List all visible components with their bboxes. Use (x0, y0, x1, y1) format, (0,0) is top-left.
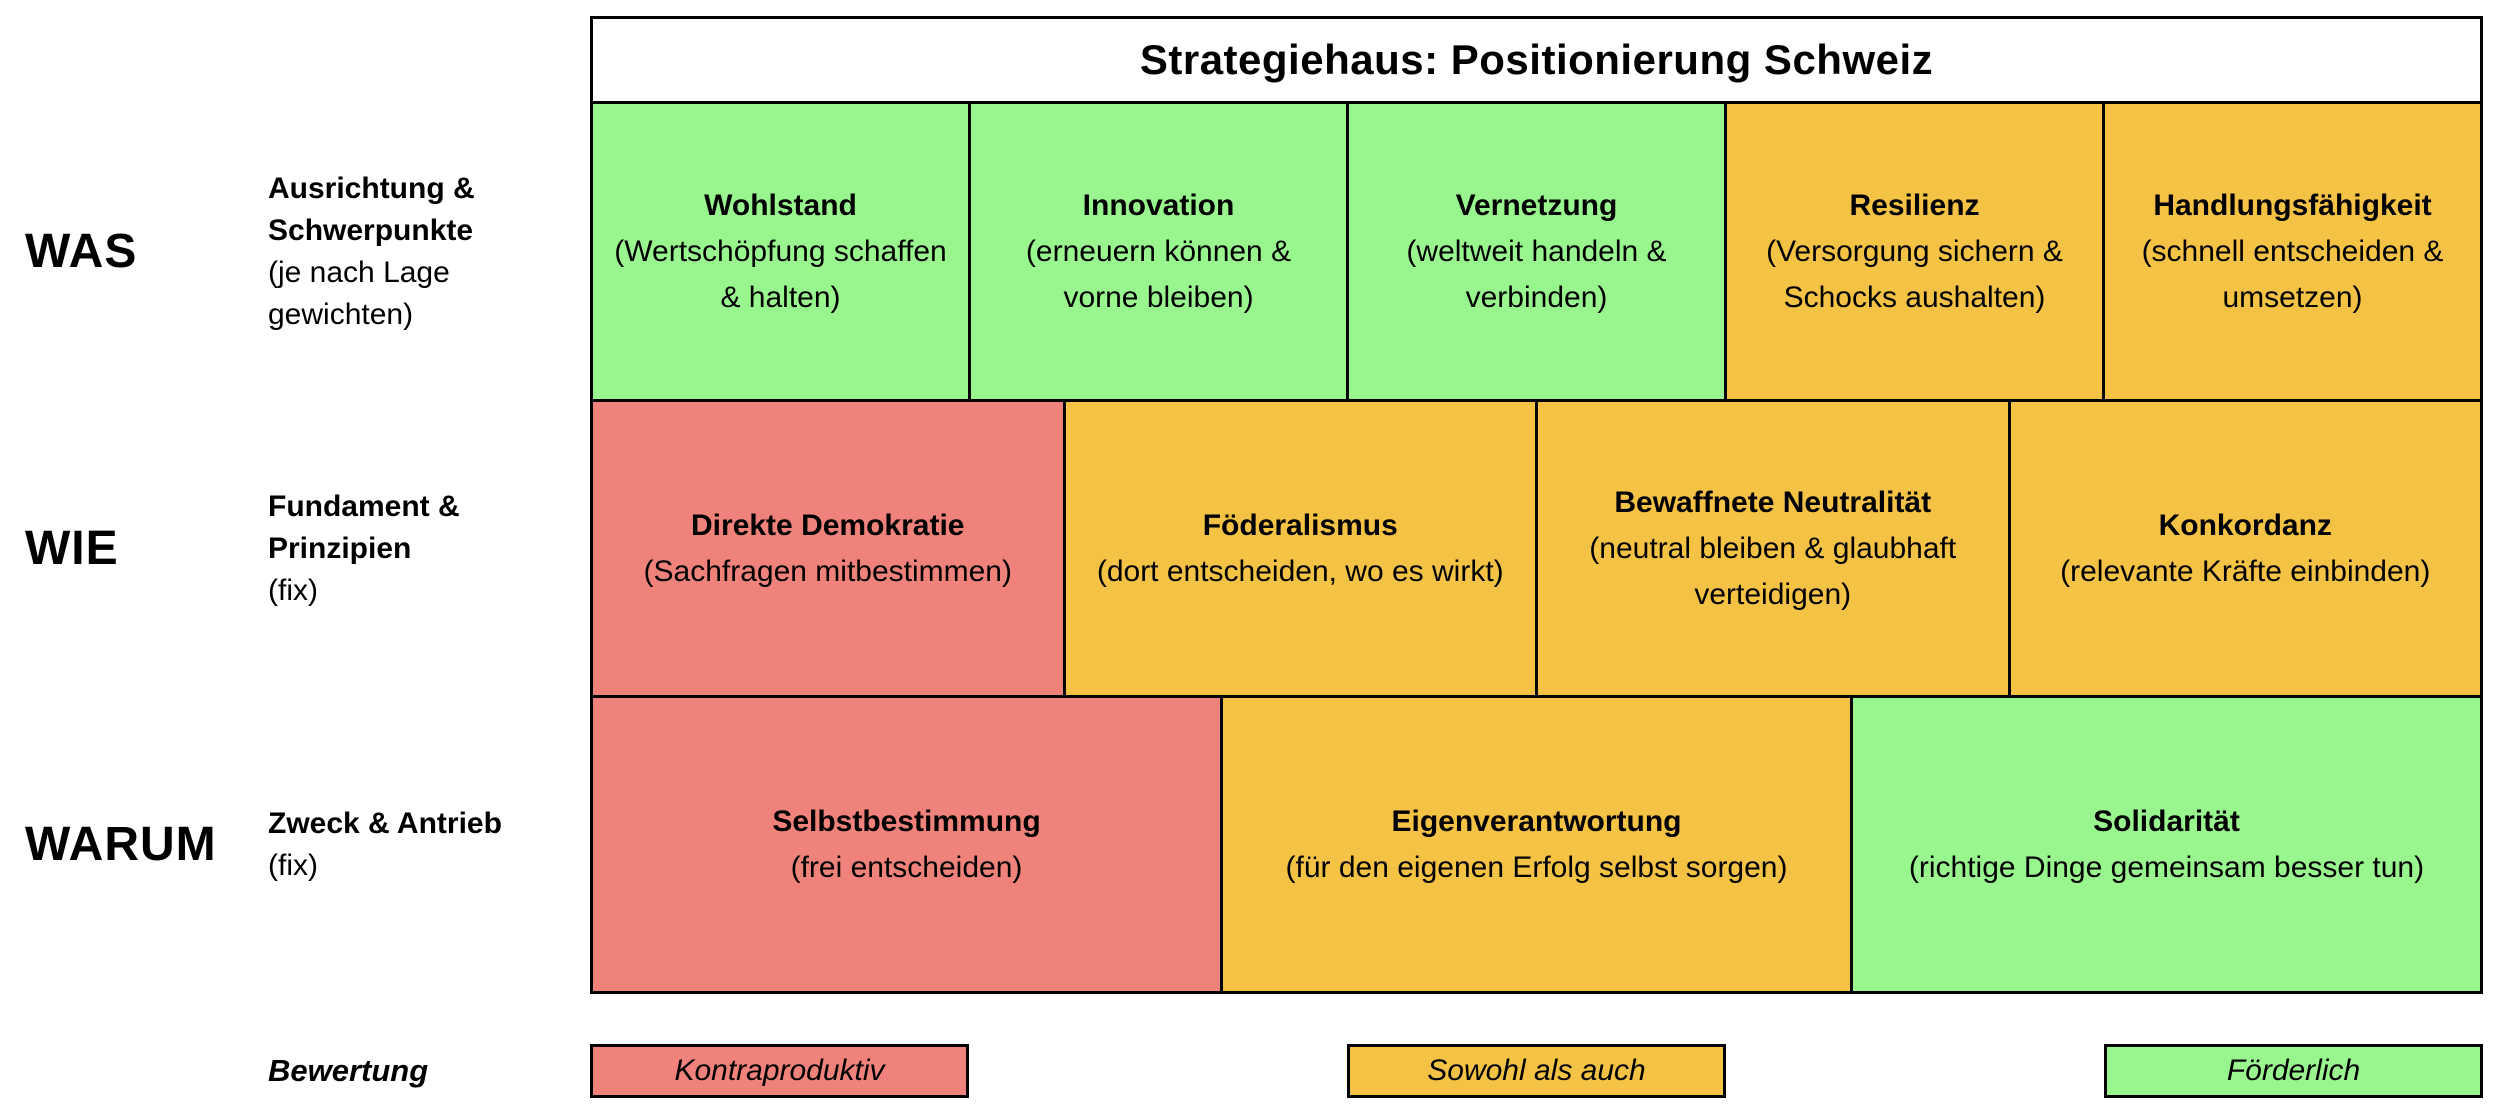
cell-konkordanz: Konkordanz (relevante Kräfte einbinden) (2007, 399, 2483, 698)
row-description-note: (je nach Lage gewichten) (268, 255, 450, 331)
row-keyword-was: WAS (25, 225, 138, 278)
cell-wohlstand: Wohlstand (Wertschöpfung schaffen & halt… (590, 101, 971, 402)
cell-heading: Föderalismus (1202, 508, 1398, 542)
cell-selbstbestimmung: Selbstbestimmung (frei entscheiden) (590, 695, 1223, 994)
cell-body: (dort entscheiden, wo es wirkt) (1096, 554, 1504, 588)
cell-body: (frei entscheiden) (790, 850, 1023, 884)
cell-body: (erneuern können & vorne bleiben) (1025, 234, 1292, 314)
row-description-was: Ausrichtung & Schwerpunkte (je nach Lage… (268, 101, 580, 402)
cell-heading: Resilienz (1849, 188, 1980, 222)
legend-item-text: Kontraproduktiv (674, 1054, 885, 1087)
row-description-title: Zweck & Antrieb (268, 806, 502, 840)
cell-heading: Direkte Demokratie (691, 508, 965, 542)
cell-body: (Sachfragen mitbestimmen) (643, 554, 1012, 588)
legend-item-foerderlich: Förderlich (2104, 1044, 2483, 1098)
cell-heading: Bewaffnete Neutralität (1614, 485, 1932, 519)
cell-handlungsfaehigkeit: Handlungsfähigkeit (schnell entscheiden … (2102, 101, 2483, 402)
cell-heading: Selbstbestimmung (772, 804, 1041, 838)
strategy-house: Strategiehaus: Positionierung Schweiz Wo… (590, 16, 2483, 994)
cell-heading: Vernetzung (1455, 188, 1618, 222)
cell-body: (für den eigenen Erfolg selbst sorgen) (1285, 850, 1788, 884)
cell-foederalismus: Föderalismus (dort entscheiden, wo es wi… (1062, 399, 1538, 698)
cell-body: (Wertschöpfung schaffen & halten) (614, 234, 947, 314)
cell-eigenverantwortung: Eigenverantwortung (für den eigenen Erfo… (1220, 695, 1853, 994)
cell-body: (relevante Kräfte einbinden) (2060, 554, 2431, 588)
cell-body: (richtige Dinge gemeinsam besser tun) (1908, 850, 2425, 884)
legend-item-kontraproduktiv: Kontraproduktiv (590, 1044, 969, 1098)
cell-direkte-demokratie: Direkte Demokratie (Sachfragen mitbestim… (590, 399, 1066, 698)
row-description-title: Ausrichtung & Schwerpunkte (268, 171, 475, 247)
legend-label: Bewertung (268, 1053, 429, 1088)
cell-heading: Innovation (1082, 188, 1235, 222)
cell-solidaritaet: Solidarität (richtige Dinge gemeinsam be… (1850, 695, 2483, 994)
cell-resilienz: Resilienz (Versorgung sichern & Schocks … (1724, 101, 2105, 402)
row-was: Wohlstand (Wertschöpfung schaffen & halt… (590, 101, 2483, 402)
cell-heading: Eigenverantwortung (1391, 804, 1682, 838)
legend-item-text: Sowohl als auch (1427, 1054, 1646, 1087)
cell-innovation: Innovation (erneuern können & vorne blei… (968, 101, 1349, 402)
legend-item-sowohl-als-auch: Sowohl als auch (1347, 1044, 1726, 1098)
row-description-title: Fundament & Prinzipien (268, 489, 460, 565)
cell-body: (Versorgung sichern & Schocks aushalten) (1766, 234, 2063, 314)
cell-body: (weltweit handeln & verbinden) (1406, 234, 1667, 314)
diagram-title: Strategiehaus: Positionierung Schweiz (590, 16, 2483, 104)
cell-heading: Solidarität (2093, 804, 2240, 838)
row-wie: Direkte Demokratie (Sachfragen mitbestim… (590, 399, 2483, 698)
row-warum: Selbstbestimmung (frei entscheiden) Eige… (590, 695, 2483, 994)
row-description-warum: Zweck & Antrieb (fix) (268, 695, 580, 994)
legend-item-text: Förderlich (2226, 1054, 2361, 1087)
cell-body: (schnell entscheiden & umsetzen) (2141, 234, 2444, 314)
row-keyword-warum: WARUM (25, 818, 217, 871)
cell-heading: Konkordanz (2158, 508, 2332, 542)
cell-heading: Handlungsfähigkeit (2153, 188, 2432, 222)
row-description-wie: Fundament & Prinzipien (fix) (268, 399, 580, 698)
cell-vernetzung: Vernetzung (weltweit handeln & verbinden… (1346, 101, 1727, 402)
cell-bewaffnete-neutralitaet: Bewaffnete Neutralität (neutral bleiben … (1535, 399, 2011, 698)
cell-body: (neutral bleiben & glaubhaft verteidigen… (1589, 531, 1957, 611)
cell-heading: Wohlstand (704, 188, 857, 222)
row-description-note: (fix) (268, 848, 318, 882)
row-description-note: (fix) (268, 573, 318, 607)
row-keyword-wie: WIE (25, 522, 119, 575)
